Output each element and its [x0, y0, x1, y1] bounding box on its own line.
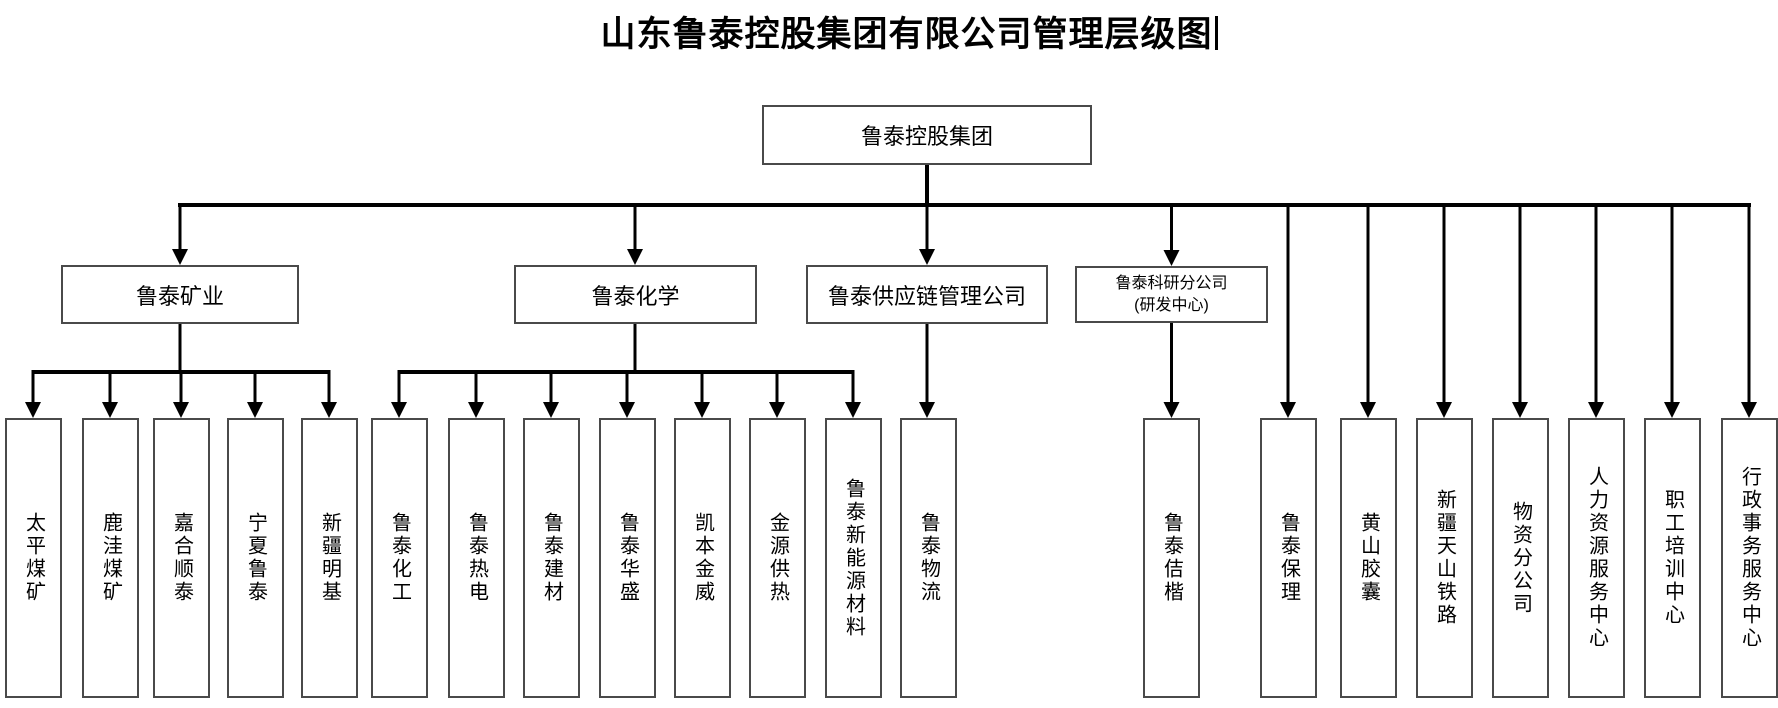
arrow-down — [919, 249, 935, 265]
node-jiahe-shuntai: 嘉合顺泰 — [153, 418, 210, 698]
node-label: 鲁泰科研分公司 — [1115, 274, 1228, 292]
arrow-down — [321, 402, 337, 418]
connector-trunk — [178, 165, 1751, 207]
node-label: 鲁泰控股集团 — [860, 124, 993, 149]
arrow-down — [1588, 402, 1604, 418]
page-title: 山东鲁泰控股集团有限公司管理层级图 — [40, 6, 1778, 57]
arrow-down — [1664, 402, 1680, 418]
node-luwa-coal-mine: 鹿洼煤矿 — [82, 418, 139, 698]
node-label: 宁夏鲁泰 — [244, 512, 267, 604]
node-lutai-mining: 鲁泰矿业 — [61, 265, 299, 324]
arrow-down — [543, 402, 559, 418]
node-taiping-coal-mine: 太平煤矿 — [5, 418, 62, 698]
node-materials-branch: 物资分公司 — [1492, 418, 1549, 698]
arrow-down — [769, 402, 785, 418]
node-lutai-building-materials: 鲁泰建材 — [523, 418, 580, 698]
arrow-down — [1512, 402, 1528, 418]
node-lutai-jikai: 鲁泰佶楷 — [1143, 418, 1200, 698]
arrow-down — [1741, 402, 1757, 418]
node-lutai-huasheng: 鲁泰华盛 — [599, 418, 656, 698]
connector-research-drop — [1163, 323, 1180, 418]
arrow-down — [627, 249, 643, 265]
node-label: 鲁泰保理 — [1277, 512, 1300, 604]
node-label: 新疆明基 — [318, 512, 341, 604]
arrow-down — [845, 402, 861, 418]
node-lutai-chemical-industry: 鲁泰化工 — [371, 418, 428, 698]
node-label: 新疆天山铁路 — [1433, 489, 1456, 627]
text-cursor — [1214, 16, 1218, 50]
node-label: 鲁泰新能源材料 — [842, 477, 865, 639]
node-lutai-new-energy-materials: 鲁泰新能源材料 — [825, 418, 882, 698]
node-lutai-factoring: 鲁泰保理 — [1260, 418, 1317, 698]
arrow-down — [1280, 402, 1296, 418]
connector-chemistry-subtree — [391, 324, 861, 418]
node-lutai-supply-chain: 鲁泰供应链管理公司 — [806, 265, 1048, 324]
arrow-down — [619, 402, 635, 418]
node-label: 太平煤矿 — [22, 512, 45, 604]
node-label: 金源供热 — [766, 512, 789, 604]
connector-supply-chain-drop — [919, 324, 935, 418]
node-label: 凯本金威 — [691, 512, 714, 604]
arrow-down — [172, 249, 188, 265]
node-label: 鲁泰矿业 — [135, 283, 224, 309]
node-label: 鲁泰华盛 — [616, 512, 639, 604]
arrow-down — [247, 402, 263, 418]
node-label: 鲁泰物流 — [917, 512, 940, 604]
arrow-down — [1436, 402, 1452, 418]
connector-branch-drops — [172, 205, 1180, 266]
node-sublabel: (研发中心) — [1134, 296, 1209, 314]
arrow-down — [1360, 402, 1376, 418]
node-label: 人力资源服务中心 — [1585, 466, 1608, 650]
node-xinjiang-mingji: 新疆明基 — [301, 418, 358, 698]
arrow-down — [25, 402, 41, 418]
node-lutai-research-branch: 鲁泰科研分公司 (研发中心) — [1075, 266, 1268, 323]
node-label: 鲁泰热电 — [465, 512, 488, 604]
arrow-down — [173, 402, 189, 418]
node-label: 物资分公司 — [1509, 500, 1532, 616]
node-label: 嘉合顺泰 — [170, 512, 193, 604]
node-kaiben-jinwei: 凯本金威 — [674, 418, 731, 698]
node-label: 鲁泰化工 — [388, 512, 411, 604]
node-label: 鲁泰佶楷 — [1160, 512, 1183, 604]
node-lutai-logistics: 鲁泰物流 — [900, 418, 957, 698]
arrow-down — [694, 402, 710, 418]
node-label: 鲁泰供应链管理公司 — [827, 283, 1026, 309]
node-label: 行政事务服务中心 — [1738, 466, 1761, 650]
node-admin-affairs-service-center: 行政事务服务中心 — [1721, 418, 1778, 698]
arrow-down — [1163, 402, 1180, 418]
node-label: 鲁泰化学 — [591, 283, 680, 309]
node-huangshan-capsule: 黄山胶囊 — [1340, 418, 1397, 698]
node-label-group: 鲁泰科研分公司 (研发中心) — [1115, 273, 1227, 316]
arrow-down — [391, 402, 407, 418]
page-title-text: 山东鲁泰控股集团有限公司管理层级图 — [600, 15, 1213, 54]
node-jinyuan-heating: 金源供热 — [749, 418, 806, 698]
arrow-down — [468, 402, 484, 418]
node-ningxia-lutai: 宁夏鲁泰 — [227, 418, 284, 698]
node-lutai-holding-group: 鲁泰控股集团 — [762, 105, 1092, 165]
arrow-down — [102, 402, 118, 418]
node-lutai-chemistry: 鲁泰化学 — [514, 265, 757, 324]
node-label: 黄山胶囊 — [1357, 512, 1380, 604]
arrow-down — [1163, 250, 1180, 266]
node-label: 鹿洼煤矿 — [99, 512, 122, 604]
node-staff-training-center: 职工培训中心 — [1644, 418, 1701, 698]
node-label: 职工培训中心 — [1661, 489, 1684, 627]
connector-direct-drops — [1280, 205, 1757, 418]
arrow-down — [919, 402, 935, 418]
node-hr-service-center: 人力资源服务中心 — [1568, 418, 1625, 698]
node-xinjiang-tianshan-railway: 新疆天山铁路 — [1416, 418, 1473, 698]
node-lutai-thermal-power: 鲁泰热电 — [448, 418, 505, 698]
connector-mining-subtree — [25, 324, 337, 418]
node-label: 鲁泰建材 — [540, 512, 563, 604]
